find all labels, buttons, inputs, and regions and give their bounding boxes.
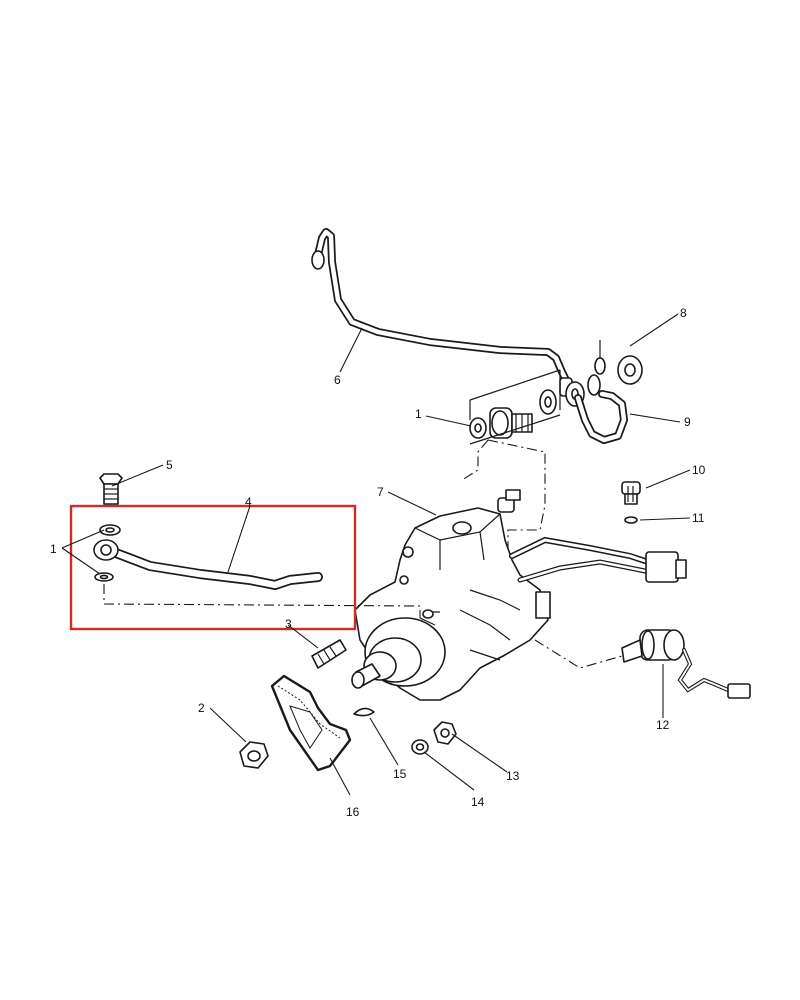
callout-9: 9 [684, 415, 691, 429]
callout-8: 8 [680, 306, 687, 320]
callout-16: 16 [346, 805, 360, 819]
callout-2: 2 [198, 701, 205, 715]
washer-14 [411, 739, 429, 755]
nut-13 [433, 721, 457, 745]
solenoid-valve-12 [621, 629, 751, 699]
callout-labels: 5 1 4 3 2 16 15 14 13 6 1 7 8 9 10 11 12 [50, 306, 706, 819]
callout-10: 10 [692, 463, 706, 477]
sensor-10 [621, 481, 641, 524]
callout-13: 13 [506, 769, 520, 783]
gasket-16 [270, 674, 352, 772]
callout-5: 5 [166, 458, 173, 472]
fuel-pipe-6 [311, 228, 570, 384]
leader-lines [61, 313, 691, 796]
nut-2 [239, 741, 269, 769]
callout-7: 7 [377, 485, 384, 499]
highlight-box [69, 504, 357, 631]
callout-14: 14 [471, 795, 485, 809]
fuel-pipe-4 [93, 539, 323, 590]
callout-1-top: 1 [415, 407, 422, 421]
callout-6: 6 [334, 373, 341, 387]
callout-15: 15 [393, 767, 407, 781]
callout-4: 4 [245, 495, 252, 509]
stud-3 [311, 639, 347, 669]
callout-11: 11 [692, 511, 705, 525]
upper-fitting-assembly [461, 340, 643, 552]
injection-pump-7 [351, 489, 687, 701]
callout-12: 12 [656, 718, 670, 732]
callout-1-left: 1 [50, 542, 57, 556]
sealing-washers-1 [94, 524, 121, 582]
woodruff-key-15 [353, 707, 375, 717]
centerline-left [103, 584, 421, 618]
banjo-bolt-5 [99, 473, 123, 505]
callout-3: 3 [285, 617, 292, 631]
